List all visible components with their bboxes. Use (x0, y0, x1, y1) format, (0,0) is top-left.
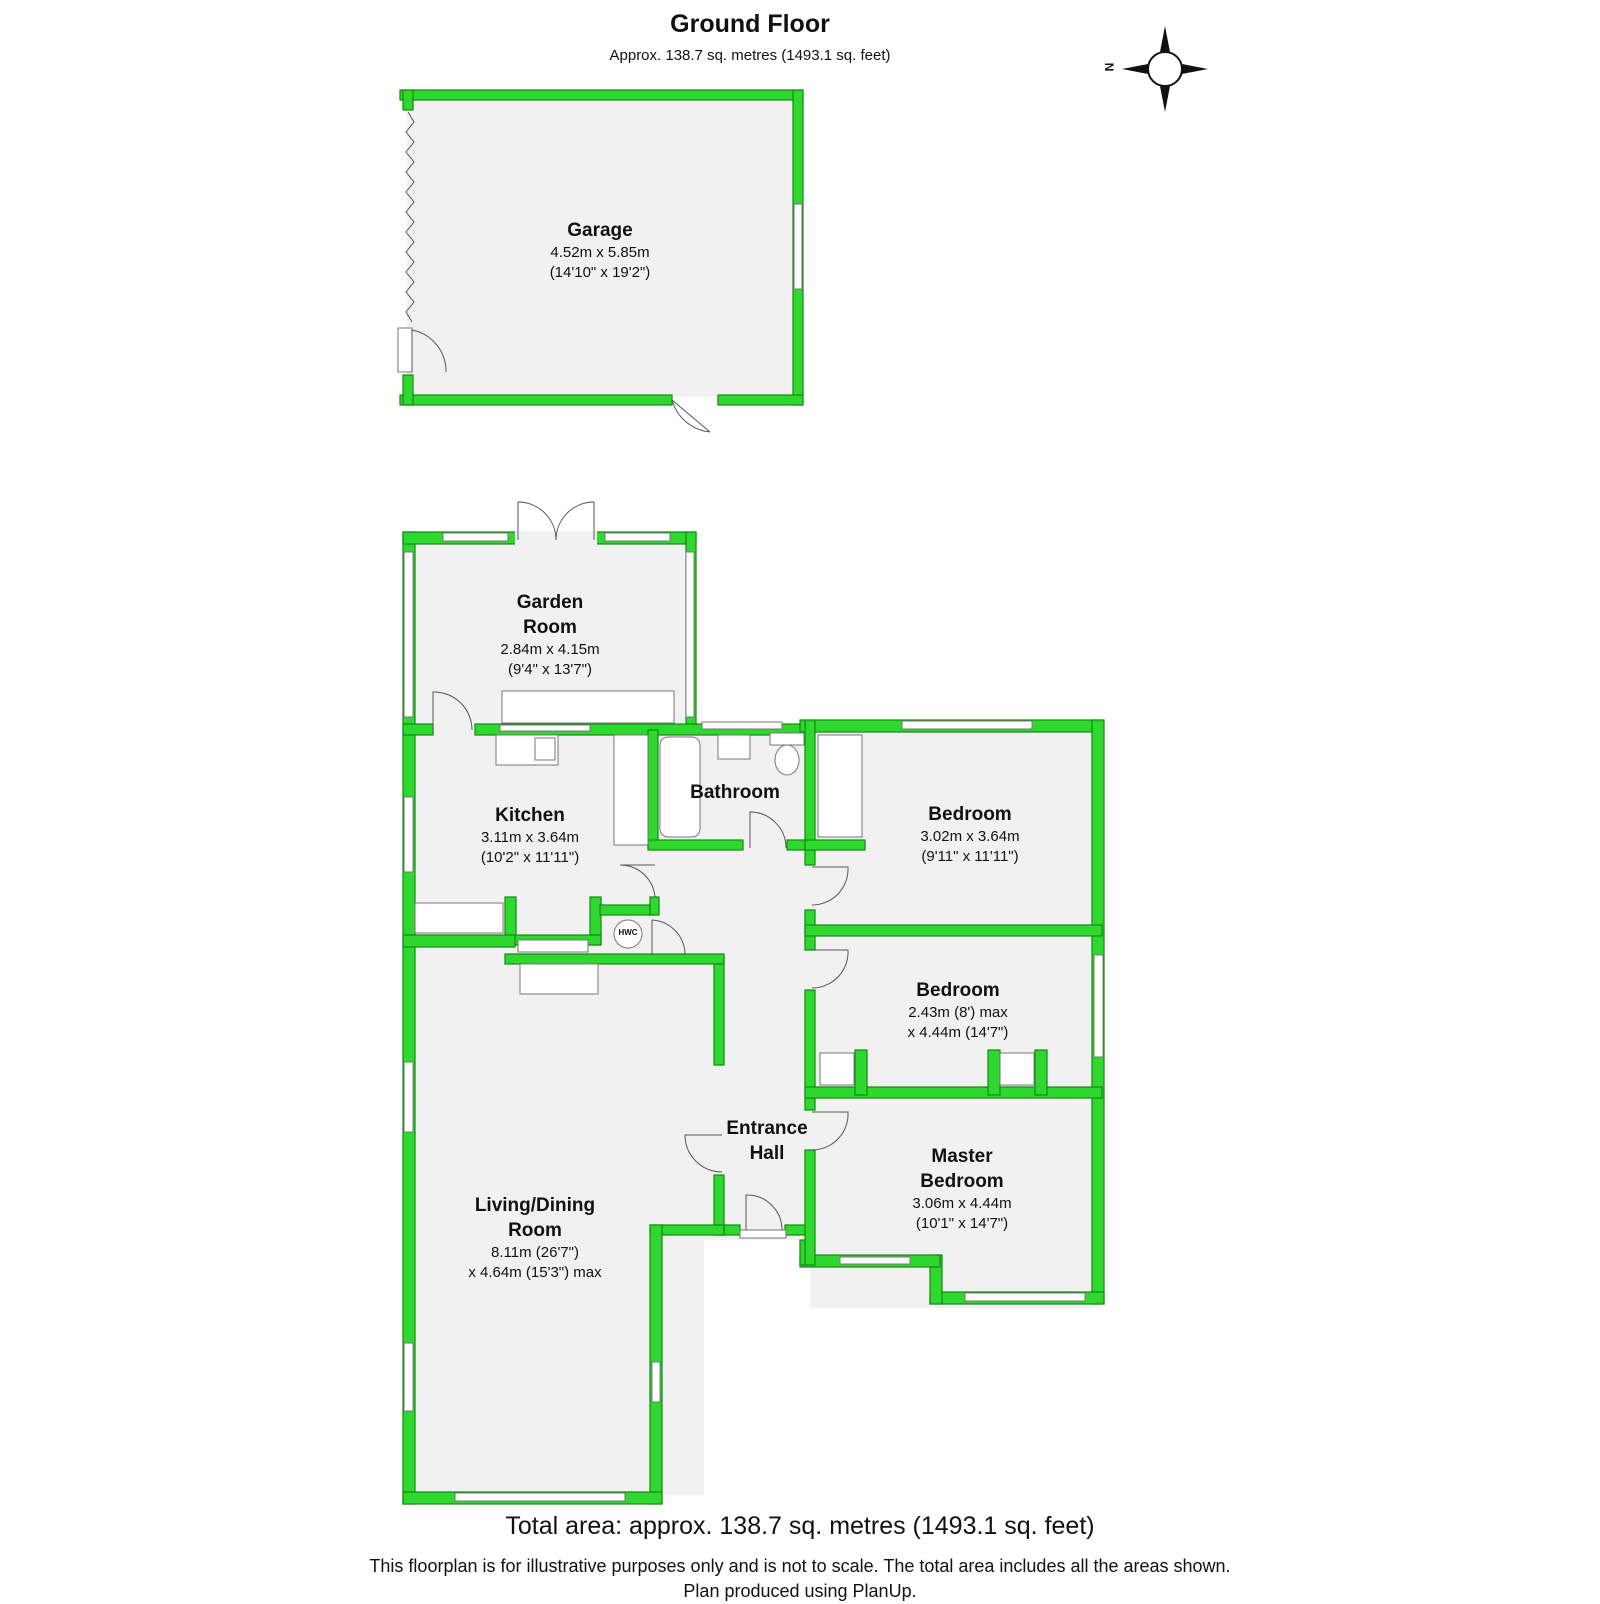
disclaimer-line-1: This floorplan is for illustrative purpo… (369, 1556, 1231, 1576)
room-name: Garden Room (516, 592, 584, 638)
room-garage: Garage 4.52m x 5.85m (14'10" x 19'2") (500, 218, 700, 283)
room-name: Master Bedroom (920, 1146, 1004, 1192)
room-bathroom: Bathroom (670, 780, 800, 805)
room-bedroom-1: Bedroom 3.02m x 3.64m (9'11" x 11'11") (870, 802, 1070, 867)
room-bedroom-2: Bedroom 2.43m (8') max x 4.44m (14'7") (858, 978, 1058, 1043)
room-name: Bedroom (916, 980, 1000, 1001)
room-name: Bedroom (928, 804, 1012, 825)
room-name: Entrance Hall (726, 1118, 808, 1164)
room-dimensions: 8.11m (26'7") x 4.64m (15'3") max (468, 1244, 602, 1281)
room-master-bedroom: Master Bedroom 3.06m x 4.44m (10'1" x 14… (862, 1144, 1062, 1234)
north-arrow-icon (1122, 26, 1208, 112)
room-name: Garage (567, 220, 633, 241)
room-dimensions: 4.52m x 5.85m (14'10" x 19'2") (549, 244, 651, 281)
page-subtitle: Approx. 138.7 sq. metres (1493.1 sq. fee… (609, 47, 891, 64)
compass-label: N (1102, 62, 1117, 72)
garage-walls (397, 89, 804, 433)
disclaimer: This floorplan is for illustrative purpo… (0, 1554, 1600, 1604)
room-living-dining: Living/Dining Room 8.11m (26'7") x 4.64m… (430, 1193, 640, 1283)
room-name: Kitchen (495, 805, 565, 826)
room-garden: Garden Room 2.84m x 4.15m (9'4" x 13'7") (460, 590, 640, 680)
house-walls (402, 501, 1105, 1505)
room-dimensions: 3.02m x 3.64m (9'11" x 11'11") (920, 828, 1020, 865)
room-kitchen: Kitchen 3.11m x 3.64m (10'2" x 11'11") (440, 803, 620, 868)
room-dimensions: 2.84m x 4.15m (9'4" x 13'7") (500, 641, 600, 678)
room-dimensions: 3.11m x 3.64m (10'2" x 11'11") (480, 829, 580, 866)
room-entrance-hall: Entrance Hall (712, 1116, 822, 1166)
total-area: Total area: approx. 138.7 sq. metres (14… (505, 1512, 1095, 1540)
hwc-label: HWC (618, 928, 638, 937)
disclaimer-line-2: Plan produced using PlanUp. (683, 1581, 917, 1601)
room-dimensions: 2.43m (8') max x 4.44m (14'7") (907, 1004, 1009, 1041)
page-title: Ground Floor (670, 10, 830, 38)
room-dimensions: 3.06m x 4.44m (10'1" x 14'7") (912, 1195, 1012, 1232)
room-name: Bathroom (690, 782, 780, 803)
room-name: Living/Dining Room (474, 1195, 596, 1241)
